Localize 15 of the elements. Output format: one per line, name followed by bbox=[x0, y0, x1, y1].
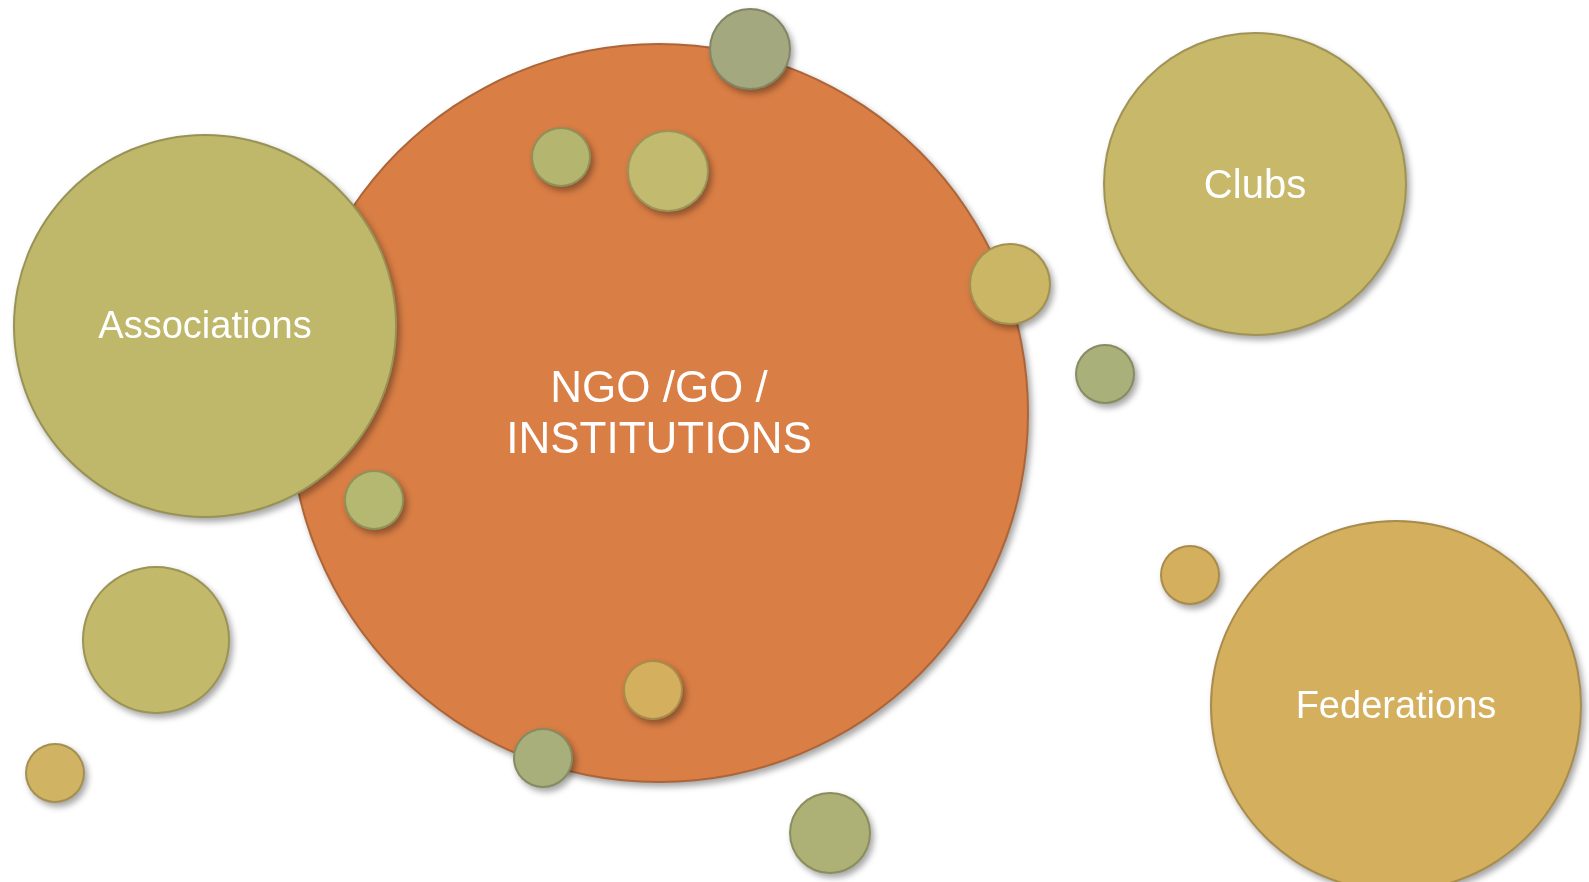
bubble-label: Federations bbox=[1294, 684, 1498, 728]
bubble bbox=[513, 728, 573, 788]
bubble bbox=[1075, 344, 1135, 404]
bubble-label: Clubs bbox=[1202, 161, 1308, 207]
bubble bbox=[969, 243, 1051, 325]
bubble bbox=[627, 130, 709, 212]
bubble-label: NGO /GO / INSTITUTIONS bbox=[505, 362, 813, 464]
bubble-label: Associations bbox=[97, 304, 313, 348]
bubble bbox=[25, 743, 85, 803]
bubble bbox=[531, 127, 591, 187]
bubble bbox=[344, 470, 404, 530]
bubble bbox=[709, 8, 791, 90]
bubble bbox=[789, 792, 871, 874]
bubble bbox=[1160, 545, 1220, 605]
bubble bbox=[623, 660, 683, 720]
